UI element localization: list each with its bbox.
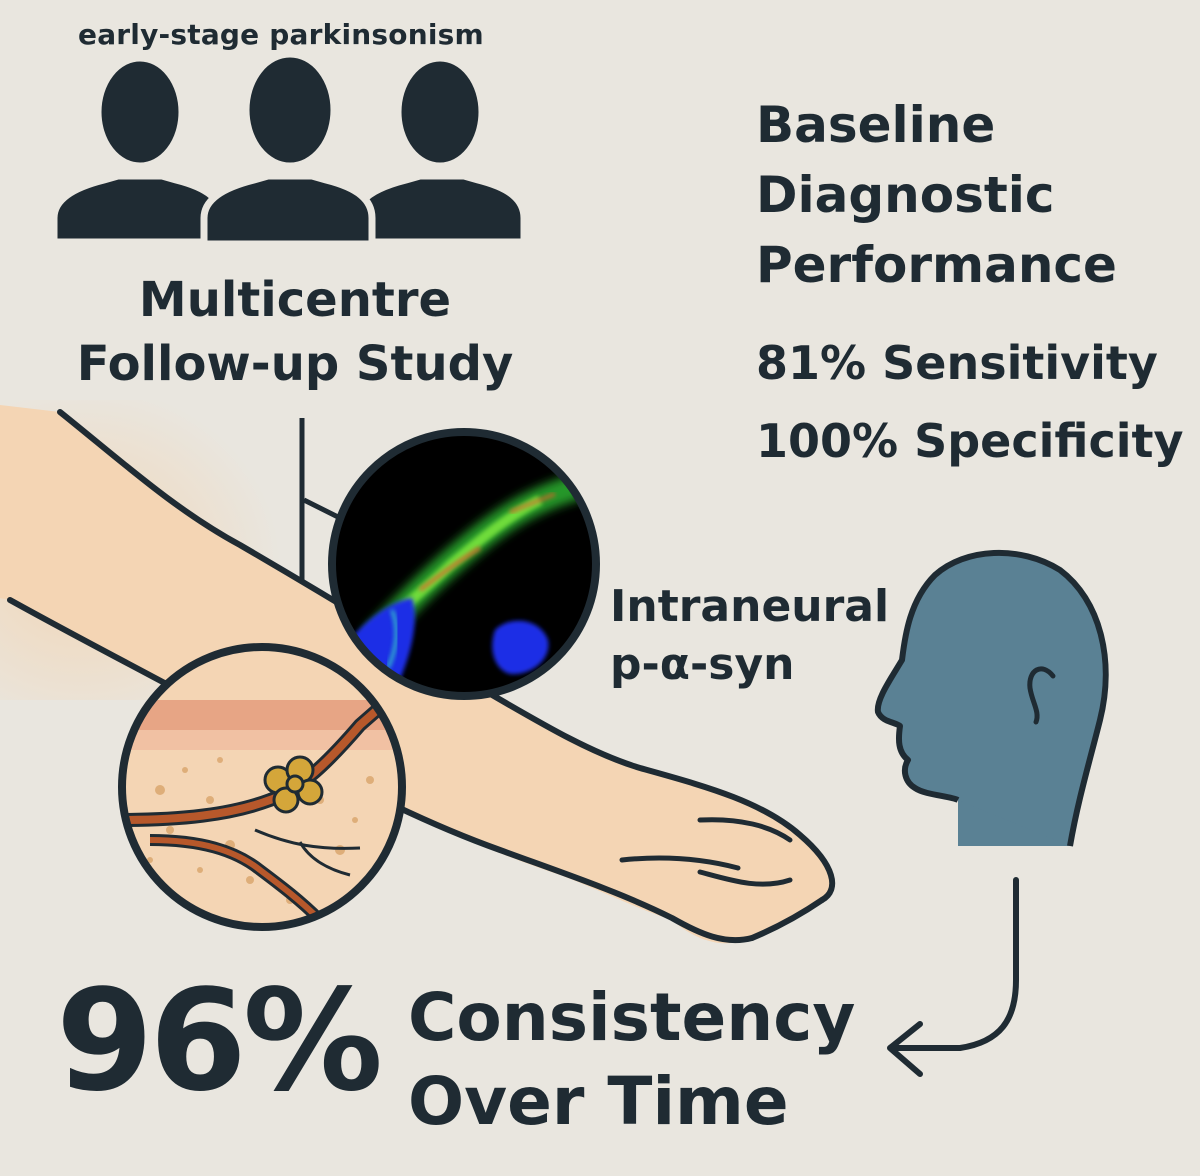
study-title: Multicentre Follow-up Study: [60, 268, 530, 396]
baseline-title: Baseline Diagnostic Performance: [756, 90, 1117, 300]
baseline-title-line-2: Diagnostic: [756, 166, 1055, 224]
head-profile-icon: [874, 550, 1109, 847]
consistency-label-line-1: Consistency: [408, 979, 856, 1056]
baseline-title-line-3: Performance: [756, 236, 1117, 294]
person-silhouette-left: [50, 54, 226, 246]
consistency-percent: 96%: [56, 960, 383, 1123]
study-title-line-1: Multicentre: [138, 272, 452, 328]
marker-label-line-2: p-α-syn: [610, 639, 795, 690]
skin-magnifier-icon: [118, 643, 406, 931]
person-silhouette-right: [352, 54, 528, 246]
study-title-line-2: Follow-up Study: [76, 336, 514, 392]
curved-arrow-icon: [887, 877, 1019, 1077]
people-icon: [50, 50, 528, 248]
person-silhouette-center: [200, 50, 376, 248]
top-label: early-stage parkinsonism: [78, 18, 484, 51]
consistency-label-line-2: Over Time: [408, 1063, 789, 1140]
micrograph-icon: [328, 428, 600, 700]
marker-label-line-1: Intraneural: [610, 581, 890, 632]
marker-label: Intraneural p-α-syn: [610, 578, 889, 694]
sensitivity-stat: 81% Sensitivity: [756, 336, 1158, 390]
consistency-label: Consistency Over Time: [408, 976, 855, 1144]
specificity-stat: 100% Specificity: [756, 414, 1184, 468]
baseline-title-line-1: Baseline: [756, 96, 996, 154]
